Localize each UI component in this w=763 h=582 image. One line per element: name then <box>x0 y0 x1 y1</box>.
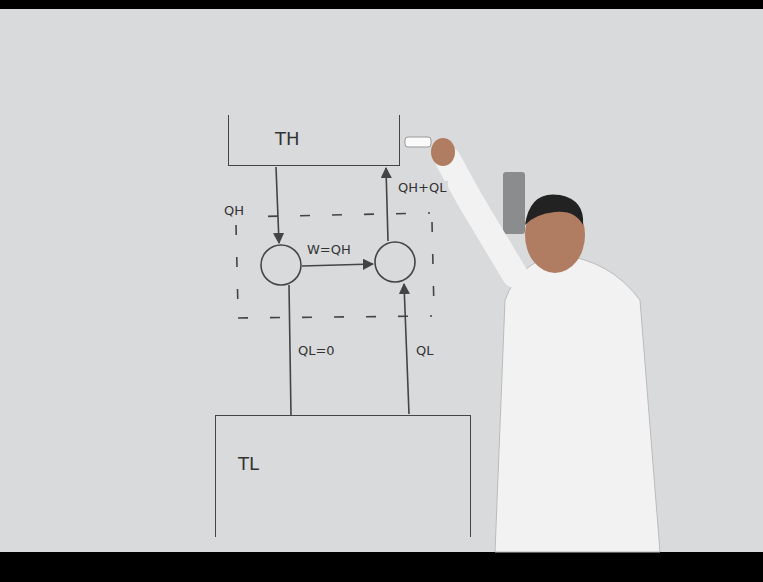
refrigerator-circle <box>375 242 415 282</box>
heat-out-line <box>386 168 388 241</box>
bottom-bar <box>0 552 763 582</box>
engine-circle <box>261 245 301 285</box>
work-arrow <box>302 264 373 266</box>
reservoir-label: TH <box>275 129 300 149</box>
heat-absorbed-line <box>404 284 409 414</box>
heat-label: QH <box>222 204 246 218</box>
heat-label: QL <box>414 344 435 358</box>
system-boundary <box>236 213 434 318</box>
top-bar <box>0 0 763 9</box>
work-label: W=QH <box>305 243 353 257</box>
heat-label: QH+QL <box>396 181 448 195</box>
reservoir-label: TL <box>238 454 259 474</box>
hot-reservoir: TH <box>228 115 400 166</box>
engine-reject-line <box>289 285 291 416</box>
heat-in-line <box>276 167 279 243</box>
heat-label: QL=0 <box>296 344 337 358</box>
lecturer-figure <box>405 137 660 552</box>
cold-reservoir: TL <box>215 415 471 537</box>
